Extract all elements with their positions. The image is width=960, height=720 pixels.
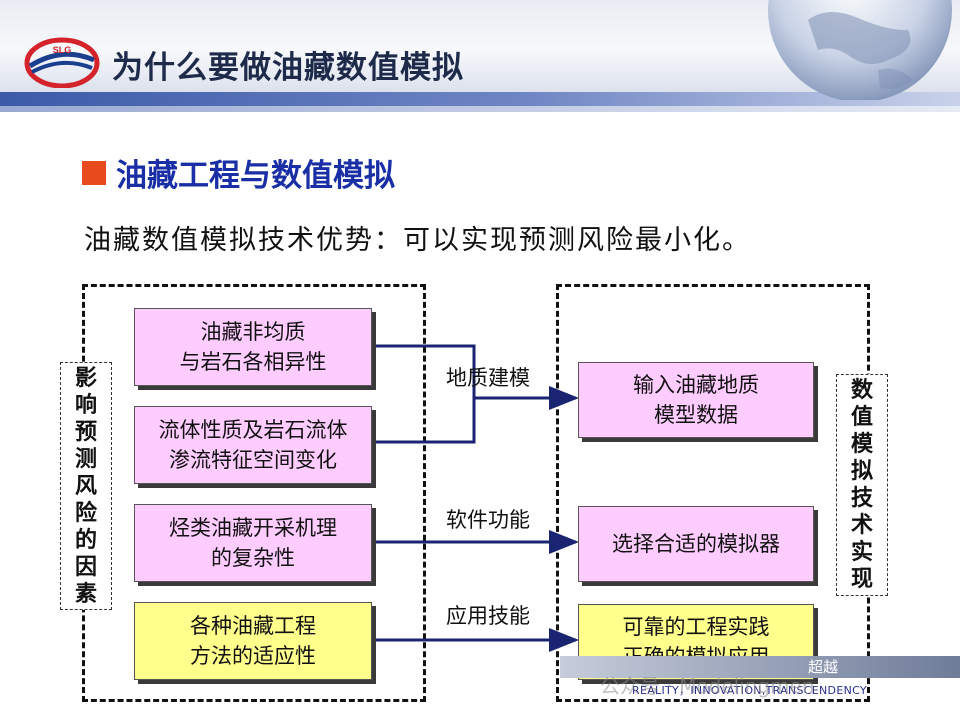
box-line: 输入油藏地质 bbox=[633, 373, 759, 397]
box-line: 各种油藏工程 bbox=[190, 614, 316, 638]
footer-slogan-cn: 超越 bbox=[808, 658, 839, 676]
svg-text:SLG: SLG bbox=[53, 45, 72, 55]
factor-box-heterogeneity: 油藏非均质 与岩石各相异性 bbox=[134, 308, 372, 386]
box-line: 烃类油藏开采机理 bbox=[169, 516, 337, 540]
factor-box-engineering-methods: 各种油藏工程 方法的适应性 bbox=[134, 602, 372, 680]
label-char: 风 bbox=[74, 472, 97, 499]
risk-factors-label: 影 响 预 测 风 险 的 因 素 bbox=[60, 362, 112, 610]
label-char: 险 bbox=[74, 499, 97, 526]
section-heading: 油藏工程与数值模拟 bbox=[82, 150, 395, 195]
factor-box-fluid-properties: 流体性质及岩石流体 渗流特征空间变化 bbox=[134, 406, 372, 484]
footer-bar bbox=[560, 656, 960, 678]
label-char: 术 bbox=[850, 512, 873, 538]
box-line: 方法的适应性 bbox=[190, 644, 316, 668]
box-line: 选择合适的模拟器 bbox=[612, 532, 780, 556]
footer-slogan-en: REALITY，INNOVATION,TRANSCENDENCY bbox=[632, 684, 867, 697]
header-stripe-lower bbox=[0, 106, 960, 112]
square-bullet-icon bbox=[82, 160, 106, 185]
label-char: 拟 bbox=[850, 458, 873, 484]
label-char: 实 bbox=[850, 539, 873, 565]
label-application-skill: 应用技能 bbox=[446, 604, 530, 628]
label-geology-modeling: 地质建模 bbox=[446, 366, 530, 390]
box-line: 的复杂性 bbox=[211, 546, 295, 570]
label-char: 测 bbox=[74, 445, 97, 472]
simulation-implementation-label: 数 值 模 拟 技 术 实 现 bbox=[836, 374, 888, 596]
label-char: 预 bbox=[74, 418, 97, 445]
globe-icon bbox=[768, 0, 952, 100]
label-char: 模 bbox=[850, 431, 873, 457]
slg-logo: SLG bbox=[24, 37, 100, 88]
label-char: 影 bbox=[74, 364, 97, 391]
box-line: 流体性质及岩石流体 bbox=[158, 418, 348, 442]
section-heading-text: 油藏工程与数值模拟 bbox=[116, 158, 395, 194]
label-char: 素 bbox=[74, 580, 97, 607]
factor-box-recovery-mechanism: 烃类油藏开采机理 的复杂性 bbox=[134, 504, 372, 582]
page-title: 为什么要做油藏数值模拟 bbox=[112, 50, 464, 86]
watermark: 公众号 · Modelingmen bbox=[600, 674, 815, 698]
label-char: 的 bbox=[74, 526, 97, 553]
subtitle: 油藏数值模拟技术优势：可以实现预测风险最小化。 bbox=[84, 225, 751, 256]
box-line: 可靠的工程实践 bbox=[622, 615, 770, 639]
label-char: 数 bbox=[850, 377, 873, 403]
label-char: 值 bbox=[850, 404, 873, 430]
label-char: 因 bbox=[74, 553, 97, 580]
box-line: 模型数据 bbox=[654, 403, 738, 427]
label-char: 技 bbox=[850, 485, 873, 511]
label-software-function: 软件功能 bbox=[446, 508, 530, 532]
label-char: 响 bbox=[74, 391, 97, 418]
box-line: 渗流特征空间变化 bbox=[169, 448, 337, 472]
impl-box-select-simulator: 选择合适的模拟器 bbox=[578, 506, 814, 582]
impl-box-input-geology: 输入油藏地质 模型数据 bbox=[578, 362, 814, 438]
header-stripe bbox=[0, 92, 960, 106]
box-line: 与岩石各相异性 bbox=[179, 350, 327, 374]
box-line: 油藏非均质 bbox=[200, 320, 306, 344]
label-char: 现 bbox=[850, 566, 873, 592]
